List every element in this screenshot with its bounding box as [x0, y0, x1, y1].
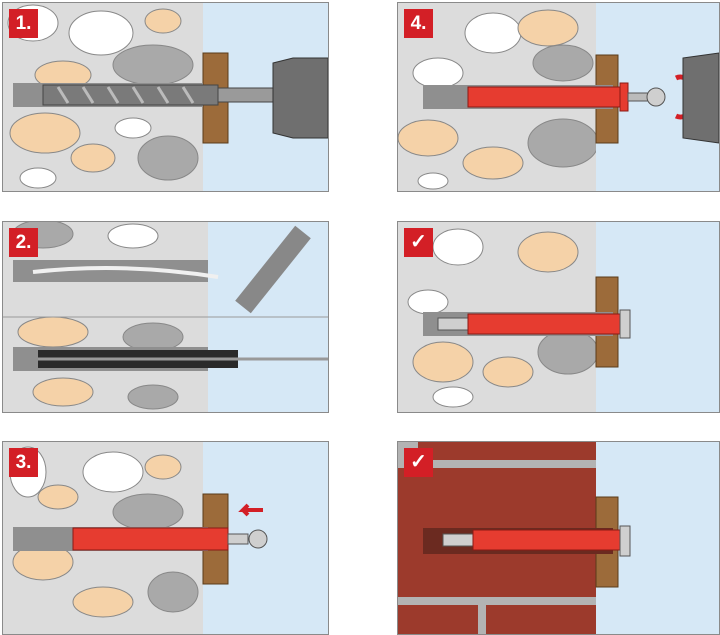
step-3-inserting-panel: 3.	[2, 441, 329, 635]
step-2-cleaning-panel: 2.	[2, 221, 329, 413]
step-6-brick-panel: ✓	[397, 441, 720, 635]
step-3-badge: 3.	[9, 448, 38, 477]
step-5-illustration	[398, 222, 719, 412]
step-1-badge: 1.	[9, 9, 38, 38]
step-1-drilling-panel: 1.	[2, 2, 329, 192]
step-4-screwing-panel: 4.	[397, 2, 720, 192]
step-6-check-badge: ✓	[404, 448, 433, 477]
step-4-badge: 4.	[404, 9, 433, 38]
step-5-check-badge: ✓	[404, 228, 433, 257]
step-2-badge: 2.	[9, 228, 38, 257]
step-4-illustration	[398, 3, 719, 191]
step-5-result-panel: ✓	[397, 221, 720, 413]
step-1-illustration	[3, 3, 328, 191]
step-6-illustration	[398, 442, 719, 634]
step-2-illustration	[3, 222, 328, 412]
step-3-illustration	[3, 442, 328, 634]
